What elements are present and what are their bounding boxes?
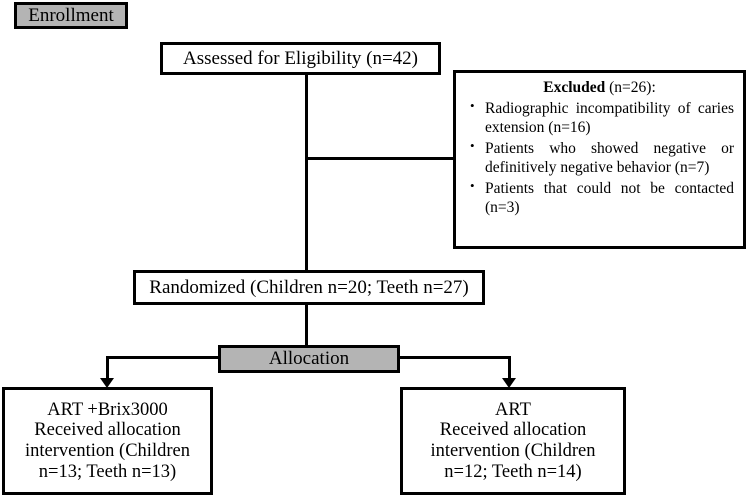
connector-randomized-to-allocation [305,304,308,359]
node-allocation-right-arm-line4: n=12; Teeth n=14) [444,461,582,482]
node-allocation-right-arm-line1: ART [495,399,531,420]
arrow-down-icon-right-arm [502,378,516,388]
node-allocation-right-arm-line3: intervention (Children [430,441,596,461]
node-excluded: Excluded (n=26): Radiographic incompatib… [453,70,746,249]
node-excluded-title-count: (n=26): [605,79,656,96]
connector-assessed-to-randomized [305,74,308,272]
node-excluded-reason-list: Radiographic incompatibility of caries e… [463,98,736,218]
connector-allocation-left-drop [106,356,109,380]
stage-badge-allocation-label: Allocation [268,348,350,369]
node-allocation-left-arm-line2: Received allocation [34,420,181,441]
connector-allocation-right-drop [508,356,511,380]
node-assessed-for-eligibility-text: Assessed for Eligibility (n=42) [183,47,418,69]
stage-badge-enrollment: Enrollment [14,2,128,29]
list-item: Patients that could not be contacted (n=… [470,178,734,218]
stage-badge-enrollment-label: Enrollment [28,4,114,26]
node-excluded-title-bold: Excluded [543,79,606,96]
node-randomized: Randomized (Children n=20; Teeth n=27) [133,270,485,305]
node-randomized-text: Randomized (Children n=20; Teeth n=27) [149,276,469,298]
list-item: Radiographic incompatibility of caries e… [470,98,734,138]
list-item: Patients who showed negative or definiti… [470,138,734,178]
connector-trunk-to-excluded [305,157,455,160]
node-allocation-right-arm: ART Received allocation intervention (Ch… [400,387,626,495]
node-assessed-for-eligibility: Assessed for Eligibility (n=42) [160,42,441,75]
node-allocation-left-arm-line4: n=13; Teeth n=13) [38,461,177,482]
stage-badge-allocation: Allocation [218,345,400,373]
node-allocation-left-arm-text: ART +Brix3000 Received allocation interv… [5,400,210,483]
arrow-down-icon-left-arm [100,378,114,388]
node-allocation-left-arm: ART +Brix3000 Received allocation interv… [2,387,213,495]
node-allocation-left-arm-line3: intervention (Children [25,441,190,461]
node-allocation-right-arm-text: ART Received allocation intervention (Ch… [403,400,623,483]
node-excluded-title: Excluded (n=26): [463,78,736,98]
node-allocation-right-arm-line2: Received allocation [439,420,587,441]
node-allocation-left-arm-line1: ART +Brix3000 [47,399,168,420]
